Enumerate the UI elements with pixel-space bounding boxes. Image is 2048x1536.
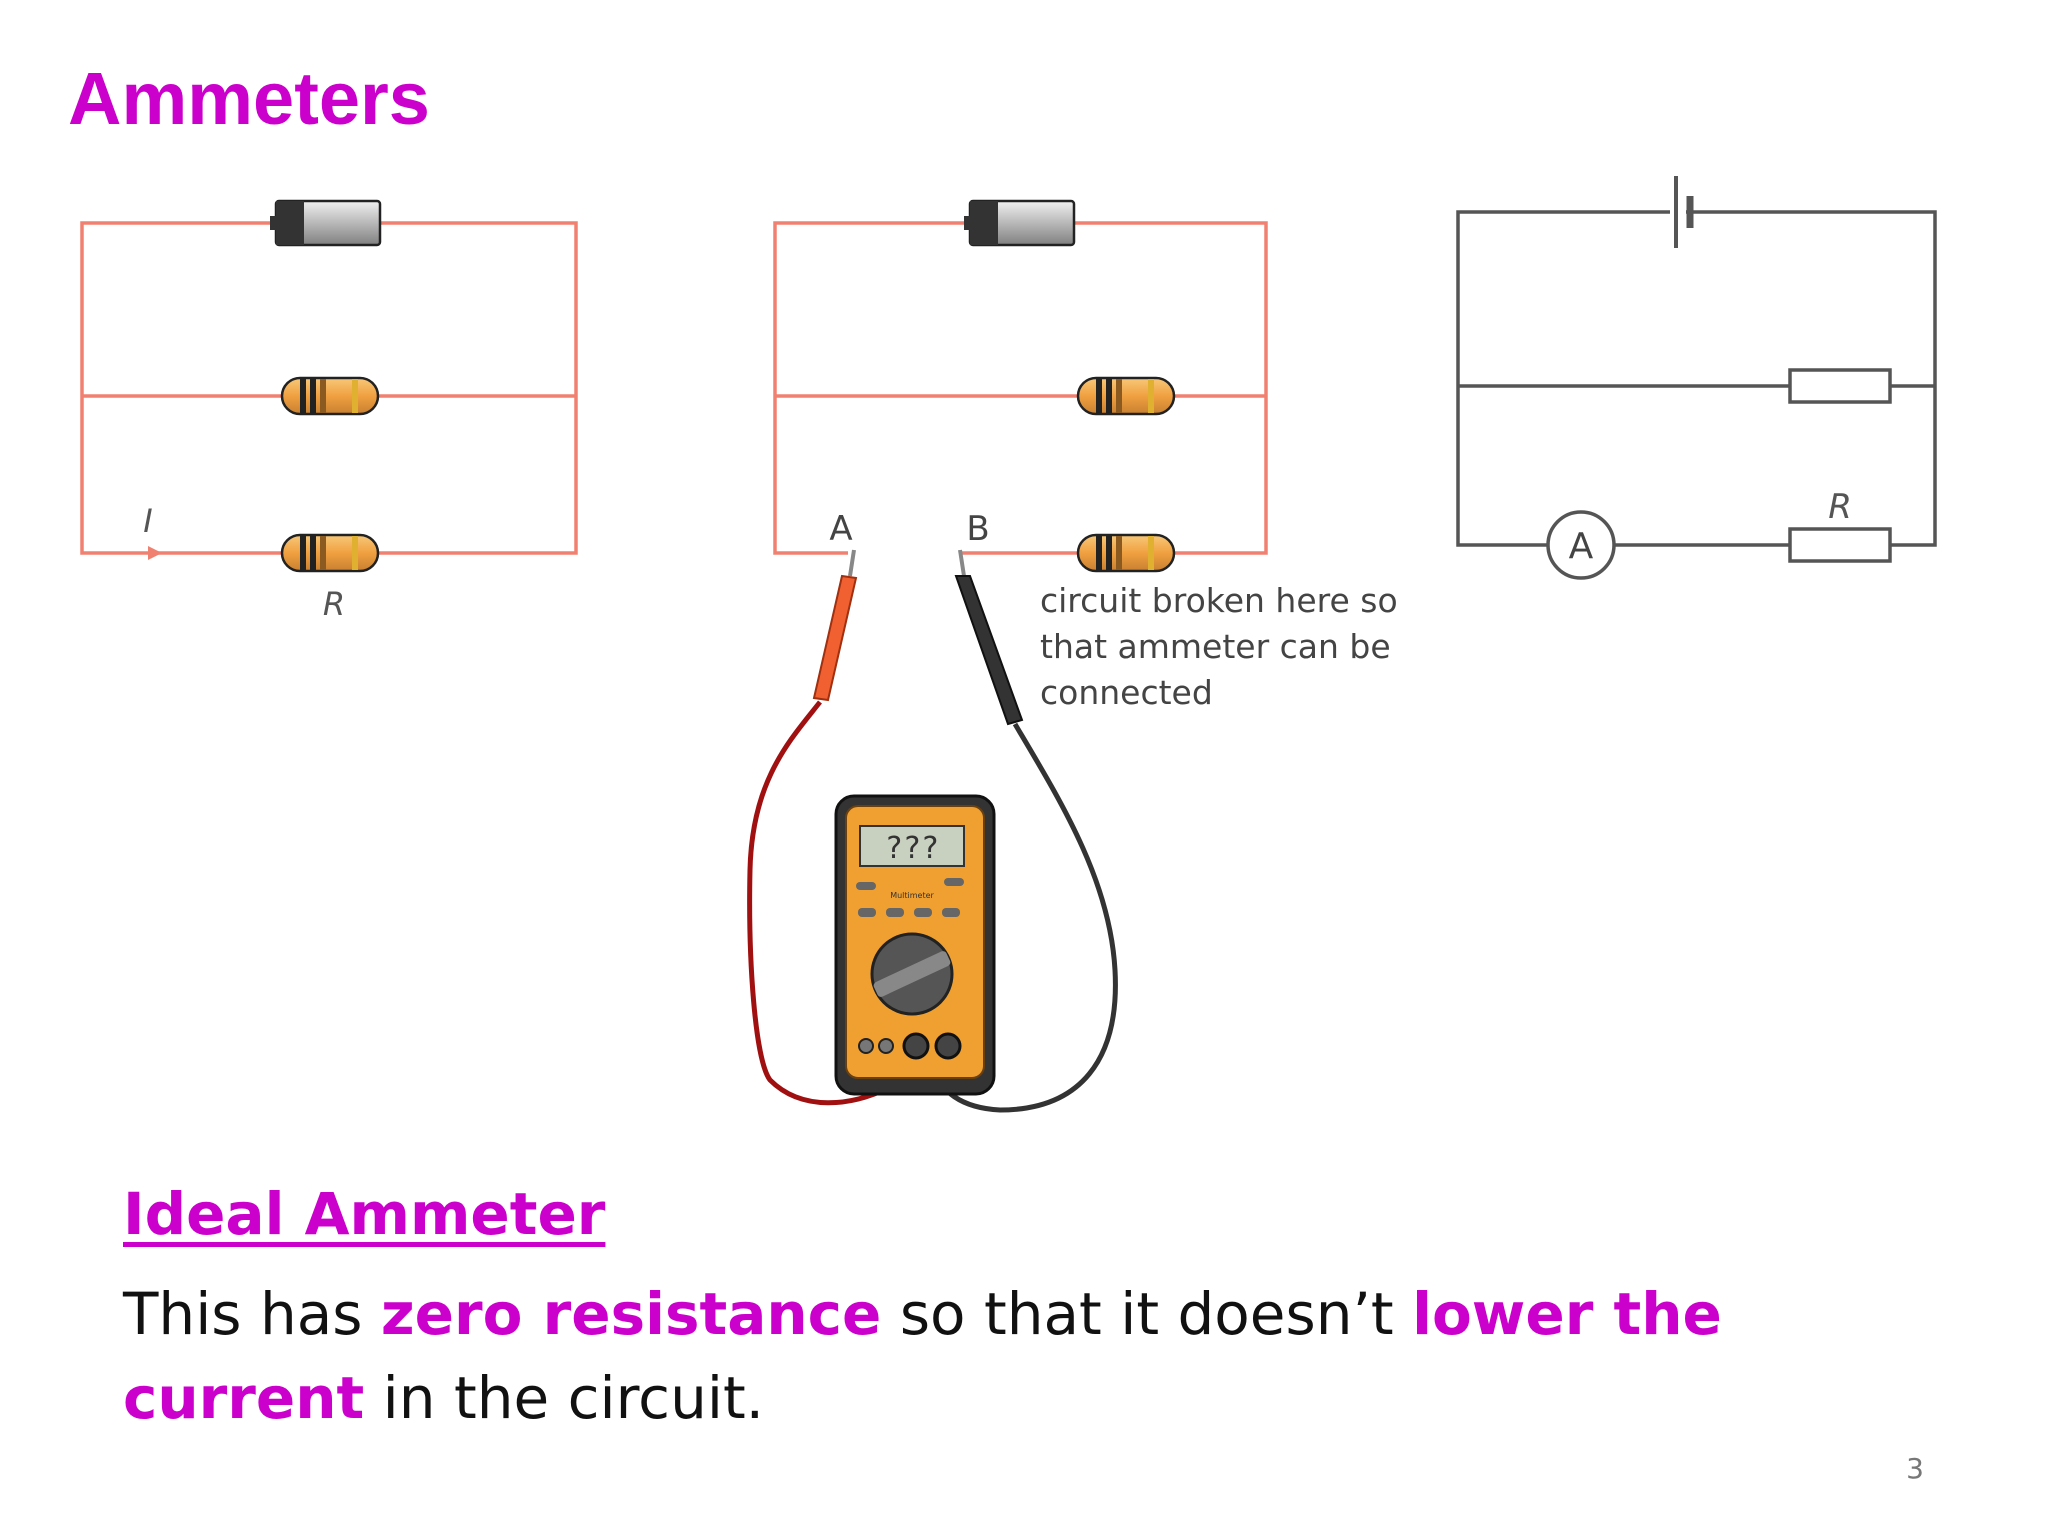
annotation-line-3: connected	[1040, 673, 1213, 712]
body-text-part-1: This has	[123, 1280, 381, 1348]
schematic-resistor-bottom-icon	[1788, 527, 1892, 563]
page-number: 3	[1906, 1452, 1924, 1485]
middle-circuit-wire	[773, 221, 1268, 555]
point-b-label: B	[966, 509, 989, 549]
ammeter-symbol-icon	[1546, 510, 1616, 580]
red-probe-icon	[747, 549, 902, 1106]
body-text-part-3: in the circuit.	[364, 1364, 765, 1432]
body-text-part-2: so that it doesn’t	[881, 1280, 1413, 1348]
current-label: I	[143, 502, 152, 540]
annotation-line-2: that ammeter can be	[1040, 627, 1391, 666]
schematic-resistor-label: R	[1828, 487, 1852, 527]
middle-broken-circuit: A B circuit broken here so that ammeter …	[747, 199, 1398, 1113]
black-probe-icon	[932, 549, 1118, 1113]
meter-brand-text: Multimeter	[890, 891, 934, 900]
ideal-ammeter-heading: Ideal Ammeter	[123, 1180, 606, 1248]
meter-display-text: ???	[885, 831, 939, 866]
annotation-line-1: circuit broken here so	[1040, 581, 1398, 620]
left-resistor-bottom-icon	[280, 533, 380, 573]
middle-resistor-top-icon	[1076, 376, 1176, 416]
multimeter-icon: ??? Multimeter	[834, 794, 996, 1096]
schematic-resistor-top-icon	[1788, 368, 1892, 404]
left-parallel-circuit: I R	[80, 199, 578, 623]
left-resistor-label: R	[323, 585, 345, 623]
current-arrow-icon	[148, 546, 162, 560]
highlight-lower-current: lower the current	[123, 1280, 1722, 1432]
right-schematic-circuit: A R	[1456, 176, 1937, 580]
point-a-label: A	[829, 509, 852, 549]
ideal-ammeter-text: This has zero resistance so that it does…	[123, 1272, 1903, 1440]
ammeter-symbol-label: A	[1569, 526, 1594, 567]
left-battery-icon	[268, 199, 382, 247]
middle-battery-icon	[962, 199, 1076, 247]
highlight-zero-resistance: zero resistance	[380, 1280, 882, 1348]
schematic-wire-right	[1686, 210, 1937, 547]
middle-resistor-bottom-icon	[1076, 533, 1176, 573]
schematic-wire-left	[1456, 210, 1670, 547]
slide-title: Ammeters	[68, 57, 430, 140]
left-resistor-top-icon	[280, 376, 380, 416]
